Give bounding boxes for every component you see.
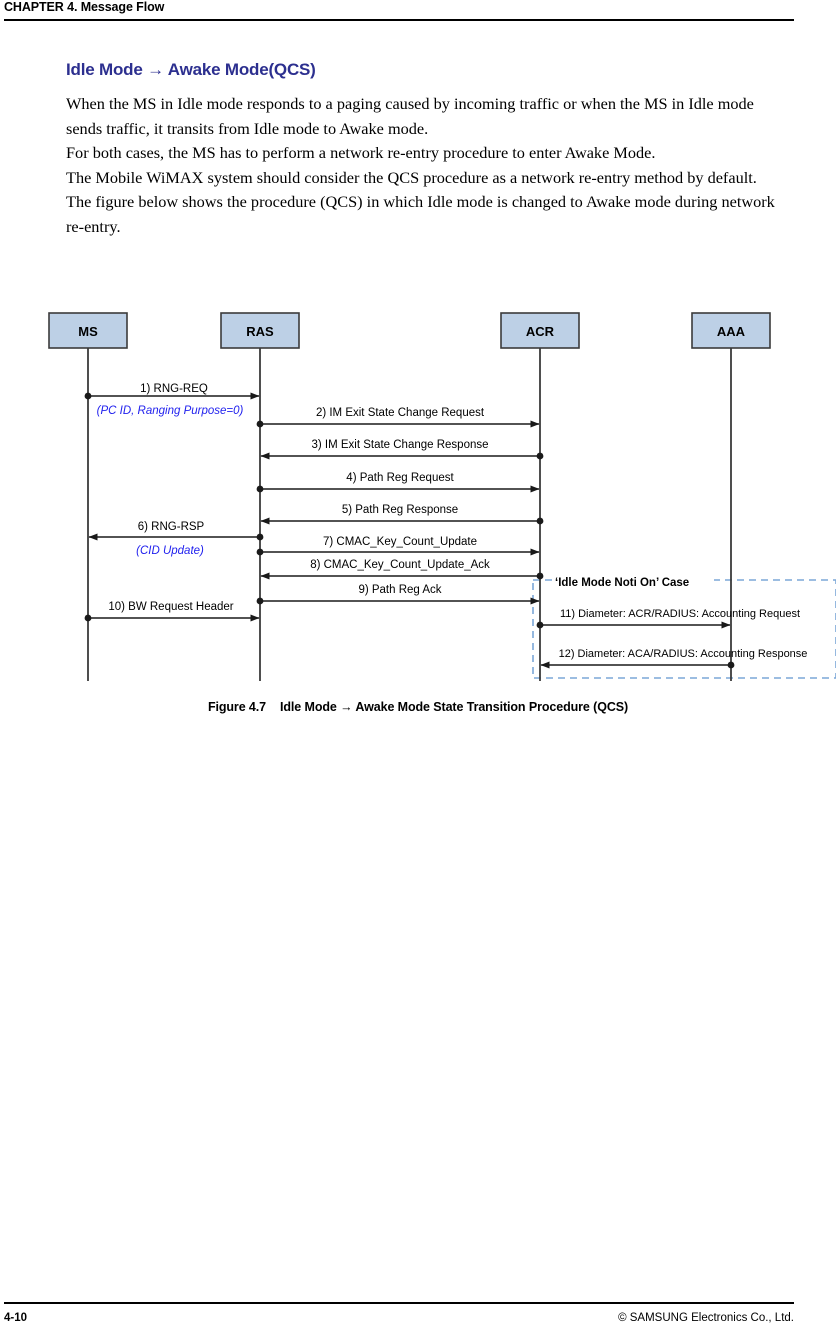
message-10: 10) BW Request Header (84, 601, 260, 622)
paragraph-3: The Mobile WiMAX system should consider … (66, 167, 757, 187)
figure-caption-text: Idle Mode → Awake Mode State Transition … (280, 700, 629, 714)
message-2: 2) IM Exit State Change Request (256, 407, 540, 428)
header-divider (4, 19, 794, 21)
message-10-label: 10) BW Request Header (108, 601, 233, 613)
message-1: 1) RNG-REQ (PC ID, Ranging Purpose=0) (84, 383, 260, 417)
lane-ms: MS (48, 312, 128, 349)
message-4-label: 4) Path Reg Request (346, 472, 454, 484)
page-header: CHAPTER 4. Message Flow (0, 0, 836, 22)
lane-label-ras: RAS (246, 324, 274, 339)
body-copy: When the MS in Idle mode responds to a p… (66, 92, 784, 240)
chapter-title: CHAPTER 4. Message Flow (4, 0, 165, 14)
message-6-label: 6) RNG-RSP (138, 521, 205, 533)
idle-mode-noti-case-box (532, 579, 836, 679)
paragraph-4: The figure below shows the procedure (QC… (66, 192, 775, 236)
message-12-label: 12) Diameter: ACA/RADIUS: Accounting Res… (559, 648, 808, 660)
message-12: 12) Diameter: ACA/RADIUS: Accounting Res… (540, 648, 808, 669)
lane-ras: RAS (220, 312, 300, 349)
lane-label-acr: ACR (526, 324, 555, 339)
message-6-sublabel: (CID Update) (136, 545, 204, 557)
message-7-label: 7) CMAC_Key_Count_Update (323, 536, 477, 548)
section-heading: Idle Mode → Awake Mode(QCS) (66, 60, 316, 79)
lane-label-ms: MS (78, 324, 98, 339)
figure-number: Figure 4.7 (207, 700, 266, 714)
message-8-label: 8) CMAC_Key_Count_Update_Ack (310, 559, 490, 571)
message-1-sublabel: (PC ID, Ranging Purpose=0) (97, 405, 244, 417)
message-6: 6) RNG-RSP (CID Update) (88, 521, 264, 557)
message-2-label: 2) IM Exit State Change Request (316, 407, 485, 419)
message-7: 7) CMAC_Key_Count_Update (256, 536, 540, 556)
lane-label-aaa: AAA (717, 324, 746, 339)
page-number: 4-10 (4, 1312, 28, 1324)
message-3: 3) IM Exit State Change Response (260, 439, 544, 460)
idle-mode-noti-case-label: ‘Idle Mode Noti On’ Case (555, 577, 689, 589)
page-footer: 4-10 © SAMSUNG Electronics Co., Ltd. (0, 1312, 836, 1332)
message-9-label: 9) Path Reg Ack (358, 584, 441, 596)
copyright-notice: © SAMSUNG Electronics Co., Ltd. (618, 1312, 794, 1324)
paragraph-1: When the MS in Idle mode responds to a p… (66, 94, 754, 138)
message-5: 5) Path Reg Response (260, 504, 544, 525)
paragraph-2: For both cases, the MS has to perform a … (66, 143, 656, 163)
sequence-diagram: ‘Idle Mode Noti On’ Case MS RAS ACR AAA … (0, 300, 836, 690)
message-5-label: 5) Path Reg Response (342, 504, 458, 516)
lane-aaa: AAA (691, 312, 771, 349)
footer-divider (4, 1302, 794, 1304)
message-3-label: 3) IM Exit State Change Response (311, 439, 488, 451)
message-9: 9) Path Reg Ack (256, 584, 540, 605)
figure-caption: Figure 4.7 Idle Mode → Awake Mode State T… (0, 700, 836, 714)
message-1-label: 1) RNG-REQ (140, 383, 208, 395)
message-4: 4) Path Reg Request (256, 472, 540, 493)
message-8: 8) CMAC_Key_Count_Update_Ack (260, 559, 544, 580)
message-11: 11) Diameter: ACR/RADIUS: Accounting Req… (536, 608, 800, 629)
lane-acr: ACR (500, 312, 580, 349)
message-11-label: 11) Diameter: ACR/RADIUS: Accounting Req… (560, 608, 800, 620)
